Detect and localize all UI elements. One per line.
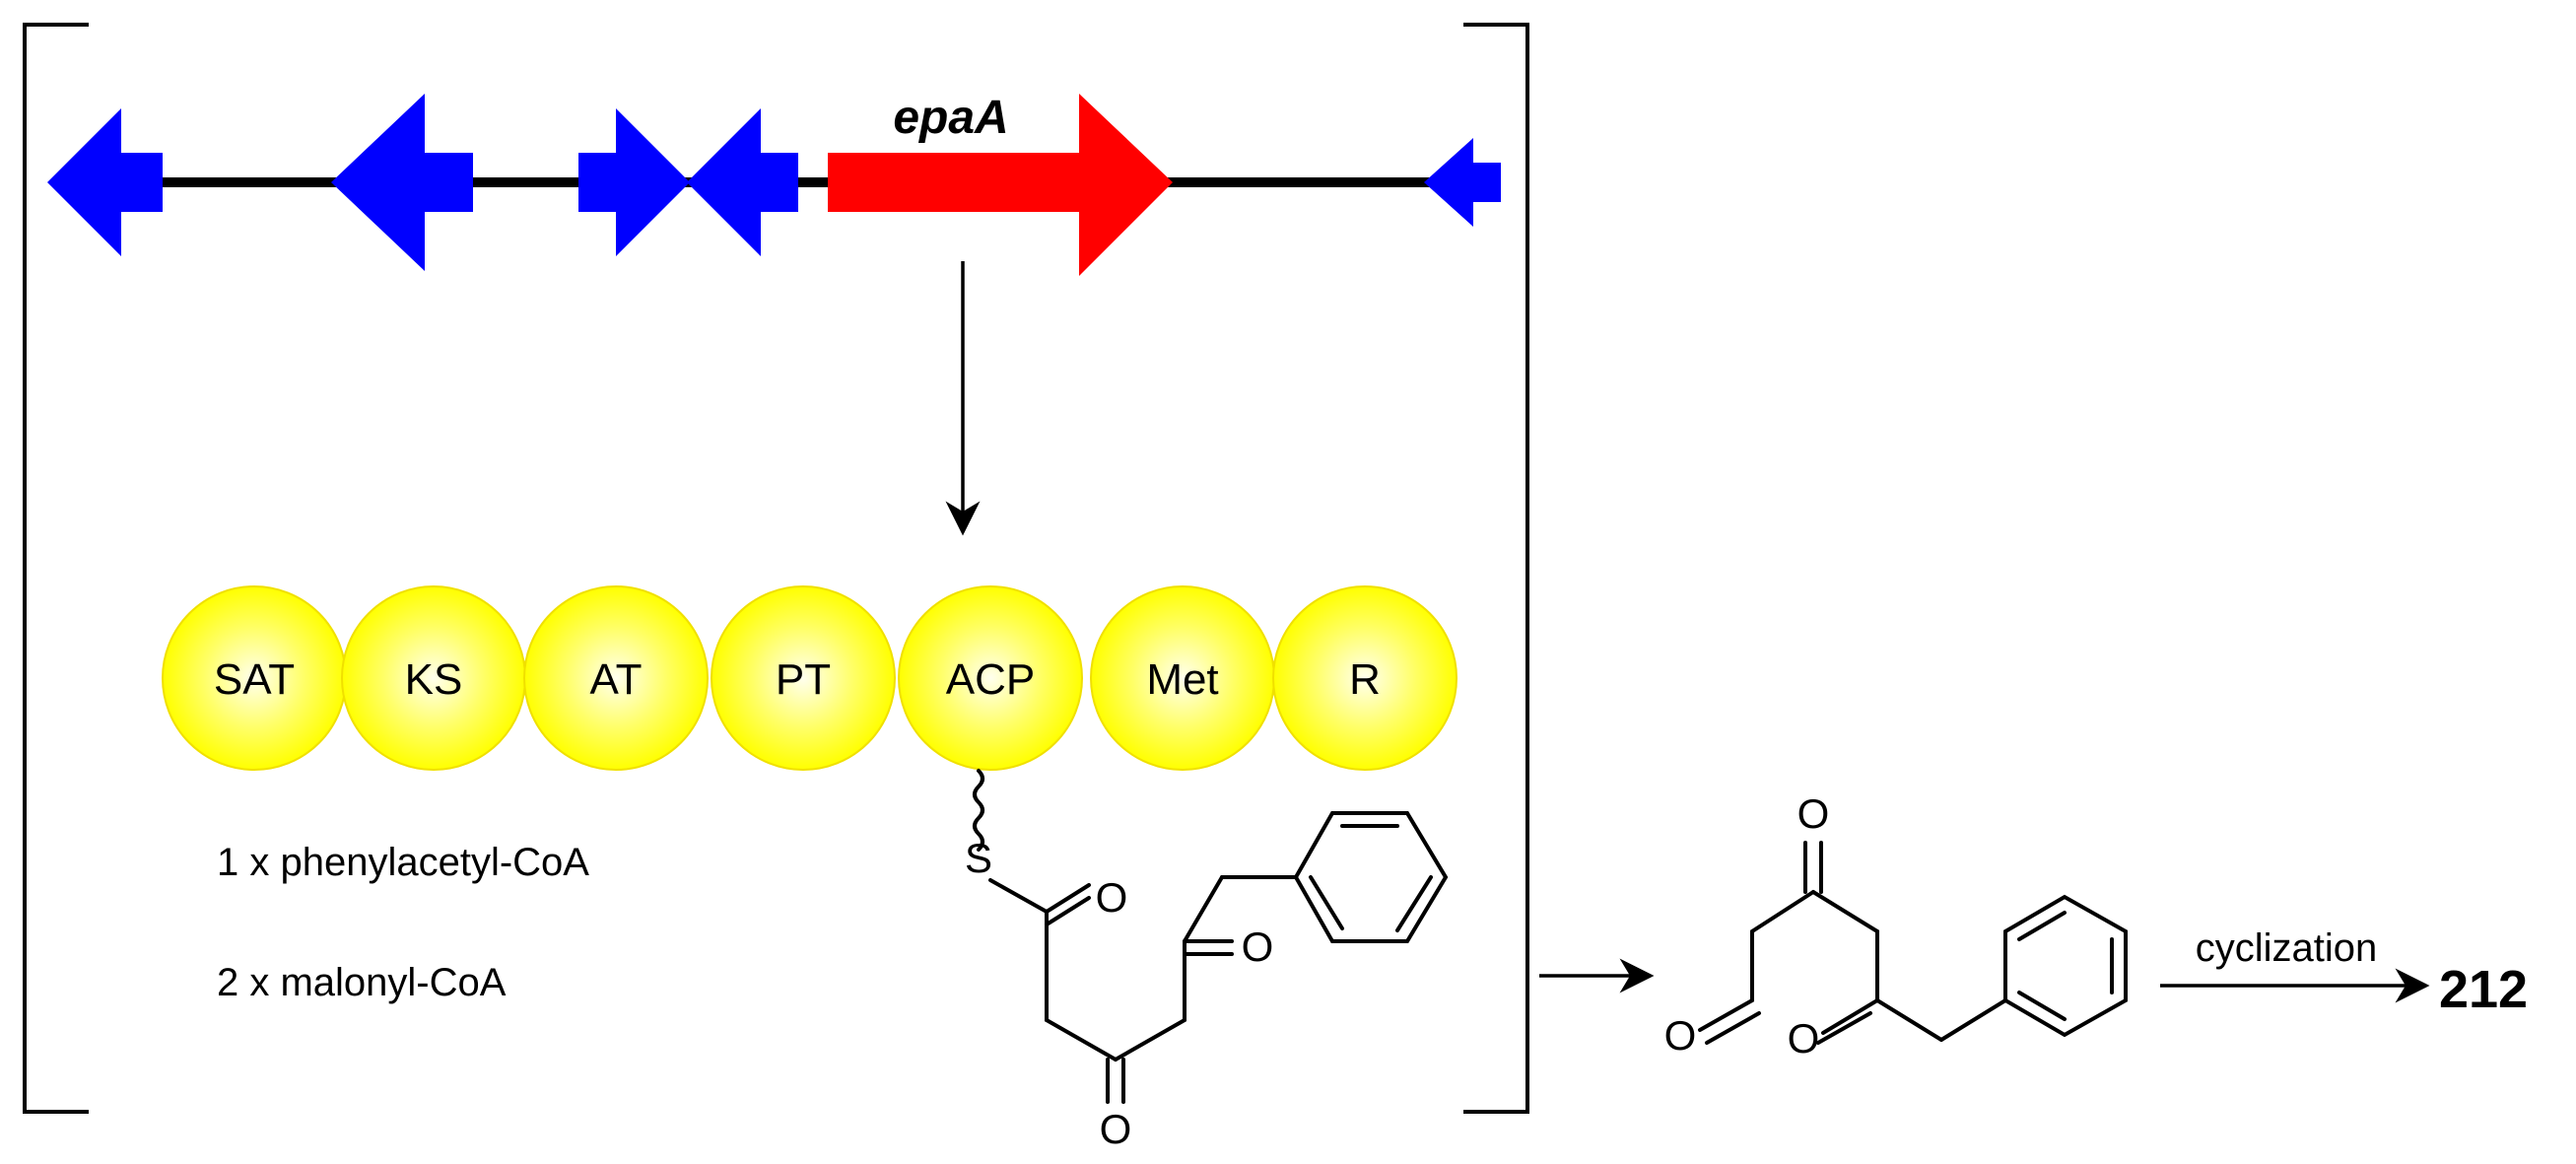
gene-arrow-3 [578,108,690,256]
domain-met: Met [1090,585,1275,771]
domain-label-pt: PT [776,655,831,704]
domain-label-r: R [1349,655,1381,704]
sulfur-atom: S [965,835,992,881]
oxygen-atom-ketone-1: O [1100,1106,1132,1152]
right-bracket [1463,23,1529,1114]
domain-r: R [1272,585,1457,771]
domain-acp: ACP [898,585,1083,771]
extender-unit-label: 2 x malonyl-CoA [217,961,507,1004]
oxygen-atom-aldehyde: O [1664,1012,1697,1059]
oxygen-atom-thioester: O [1096,874,1128,921]
acp-bound-intermediate: S O O O [965,769,1449,1152]
left-bracket [23,23,89,1114]
oxygen-atom-lower: O [1788,1015,1820,1061]
product-number: 212 [2439,960,2528,1019]
cyclization-label: cyclization [2196,926,2378,970]
domain-label-at: AT [590,655,643,704]
gene-arrow-1 [47,108,163,256]
phosphopantetheine-wavy-bond [973,769,984,852]
gene-arrow-epaa [828,94,1173,276]
domain-pt: PT [711,585,896,771]
oxygen-atom-top: O [1797,790,1830,837]
gene-arrow-4 [687,108,798,256]
starter-unit-label: 1 x phenylacetyl-CoA [217,841,589,884]
domain-at: AT [523,585,709,771]
domain-label-sat: SAT [214,655,295,704]
domain-label-met: Met [1146,655,1218,704]
gene-arrow-6 [1424,138,1501,227]
benzene-ring-1 [1293,811,1449,943]
domain-label-ks: KS [405,655,463,704]
released-intermediate: O O O [1664,790,2128,1061]
oxygen-atom-ketone-2: O [1242,924,1274,970]
gene-arrow-2 [331,94,473,271]
domain-ks: KS [341,585,526,771]
domain-sat: SAT [162,585,347,771]
domain-label-acp: ACP [946,655,1035,704]
benzene-ring-2 [2003,894,2128,1038]
gene-label-epaa: epaA [893,92,1008,144]
